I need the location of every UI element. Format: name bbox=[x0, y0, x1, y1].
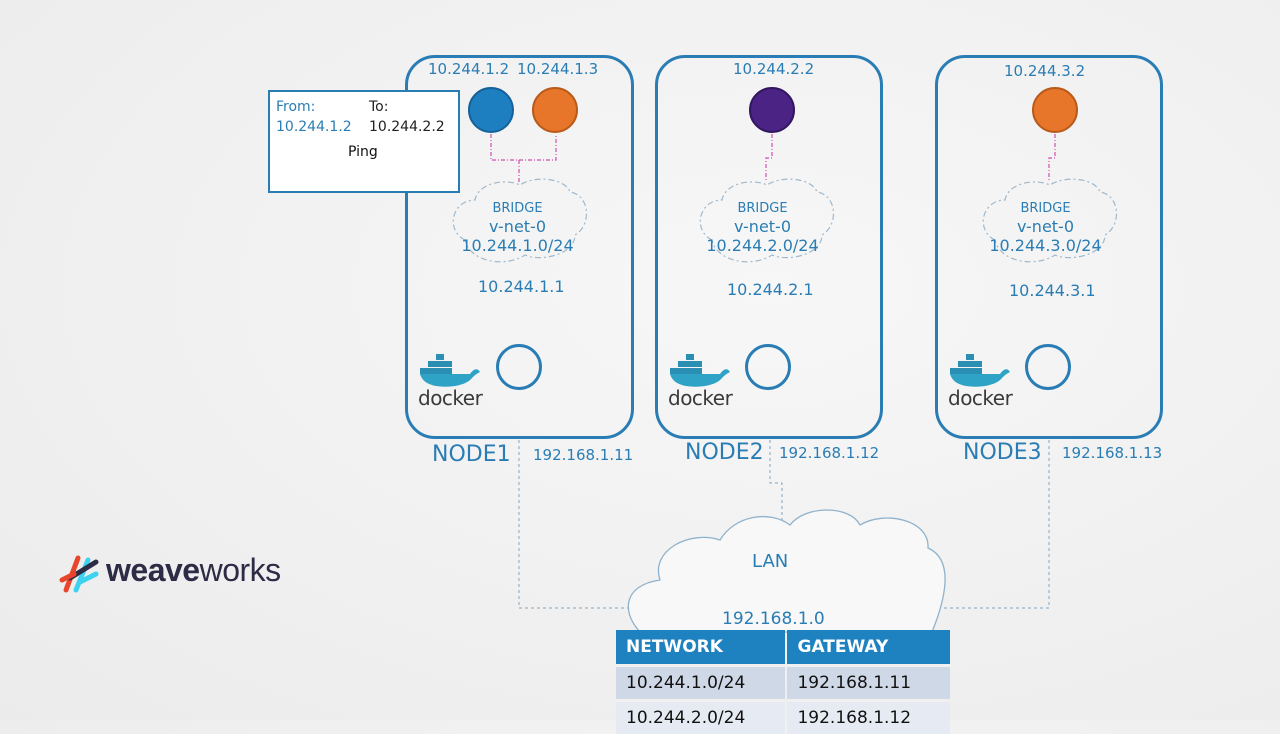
bridge-type: BRIDGE bbox=[1020, 201, 1071, 216]
pod-ip: 10.244.3.2 bbox=[1004, 62, 1086, 80]
bridge-node3: BRIDGE v-net-0 10.244.3.0/24 bbox=[983, 201, 1108, 255]
bridge-type: BRIDGE bbox=[737, 201, 788, 216]
ping-from-value: 10.244.1.2 bbox=[276, 119, 352, 135]
route-table: NETWORK GATEWAY 10.244.1.0/24 192.168.1.… bbox=[614, 630, 952, 734]
route-network: 10.244.1.0/24 bbox=[616, 664, 786, 699]
node-2-host-ip: 192.168.1.12 bbox=[779, 444, 880, 462]
weaveworks-wordmark: weaveworks bbox=[106, 552, 281, 589]
docker-whale-icon bbox=[420, 354, 480, 387]
docker-whale-icon bbox=[950, 354, 1010, 387]
ping-from-label: From: bbox=[276, 99, 316, 115]
pod-link-node3 bbox=[1048, 134, 1056, 180]
ping-to-label: To: bbox=[369, 99, 389, 115]
pod-link-node1 bbox=[490, 134, 557, 182]
pod-ip: 10.244.1.2 bbox=[428, 60, 510, 78]
node3-lan-link bbox=[930, 440, 1050, 609]
table-row: 10.244.2.0/24 192.168.1.12 bbox=[616, 699, 950, 734]
bridge-type: BRIDGE bbox=[492, 201, 543, 216]
bridge-cloud-2 bbox=[699, 178, 835, 263]
weaveworks-mark-icon bbox=[59, 555, 99, 593]
table-row: 10.244.1.0/24 192.168.1.11 bbox=[616, 664, 950, 699]
bridge-ip: 10.244.1.1 bbox=[478, 277, 565, 296]
node-1-label: NODE1 bbox=[432, 442, 511, 467]
node-1-host-ip: 192.168.1.11 bbox=[533, 446, 634, 464]
route-gateway: 192.168.1.12 bbox=[787, 699, 950, 734]
node3-eth-interface[interactable] bbox=[1025, 344, 1071, 390]
lan-network: 192.168.1.0 bbox=[722, 609, 825, 629]
bridge-ip: 10.244.3.1 bbox=[1009, 281, 1096, 300]
docker-logo: docker bbox=[948, 352, 1018, 412]
pod-ip: 10.244.1.3 bbox=[517, 60, 599, 78]
lan-cloud bbox=[627, 509, 946, 633]
bridge-name: v-net-0 bbox=[1016, 216, 1075, 236]
route-network: 10.244.2.0/24 bbox=[616, 699, 786, 734]
node2-lan-link bbox=[769, 440, 783, 520]
pod-4-orange[interactable] bbox=[1032, 87, 1078, 133]
docker-label: docker bbox=[418, 386, 483, 410]
bridge-subnet: 10.244.2.0/24 bbox=[706, 235, 819, 255]
node-3-host-ip: 192.168.1.13 bbox=[1062, 444, 1163, 462]
wordmark-regular: works bbox=[199, 552, 282, 588]
docker-label: docker bbox=[948, 386, 1013, 410]
bridge-cloud-1 bbox=[452, 178, 588, 263]
node1-eth-interface[interactable] bbox=[496, 344, 542, 390]
bridge-subnet: 10.244.1.0/24 bbox=[461, 235, 574, 255]
bridge-ip: 10.244.2.1 bbox=[727, 280, 814, 299]
pod-link-node2 bbox=[765, 134, 773, 180]
bridge-name: v-net-0 bbox=[733, 216, 792, 236]
bridge-name: v-net-0 bbox=[488, 216, 547, 236]
ping-action: Ping bbox=[348, 144, 378, 160]
pod-ip: 10.244.2.2 bbox=[733, 60, 815, 78]
node-3-box bbox=[935, 55, 1163, 439]
bridge-cloud-3 bbox=[982, 178, 1118, 263]
node-3-label: NODE3 bbox=[963, 440, 1042, 465]
docker-label: docker bbox=[668, 386, 733, 410]
node-2-label: NODE2 bbox=[685, 440, 764, 465]
route-table-header: NETWORK GATEWAY bbox=[616, 630, 950, 664]
node1-lan-link bbox=[518, 440, 640, 609]
docker-whale-icon bbox=[670, 354, 730, 387]
pod-1-blue[interactable] bbox=[468, 87, 514, 133]
ping-callout: From: 10.244.1.2 To: 10.244.2.2 Ping bbox=[268, 90, 460, 193]
route-gateway: 192.168.1.11 bbox=[787, 664, 950, 699]
bridge-node1: BRIDGE v-net-0 10.244.1.0/24 bbox=[455, 201, 580, 255]
ping-to-value: 10.244.2.2 bbox=[369, 119, 445, 135]
node-1-box bbox=[405, 55, 634, 439]
pod-3-purple[interactable] bbox=[749, 87, 795, 133]
bridge-node2: BRIDGE v-net-0 10.244.2.0/24 bbox=[700, 201, 825, 255]
pod-2-orange[interactable] bbox=[532, 87, 578, 133]
bridge-subnet: 10.244.3.0/24 bbox=[989, 235, 1102, 255]
column-network: NETWORK bbox=[616, 630, 786, 664]
docker-logo: docker bbox=[418, 352, 488, 412]
node2-eth-interface[interactable] bbox=[745, 344, 791, 390]
column-gateway: GATEWAY bbox=[787, 630, 950, 664]
lan-label: LAN bbox=[752, 551, 789, 572]
node-2-box bbox=[655, 55, 883, 439]
wordmark-bold: weave bbox=[106, 552, 200, 588]
docker-logo: docker bbox=[668, 352, 738, 412]
weaveworks-logo: weaveworks bbox=[56, 548, 326, 598]
